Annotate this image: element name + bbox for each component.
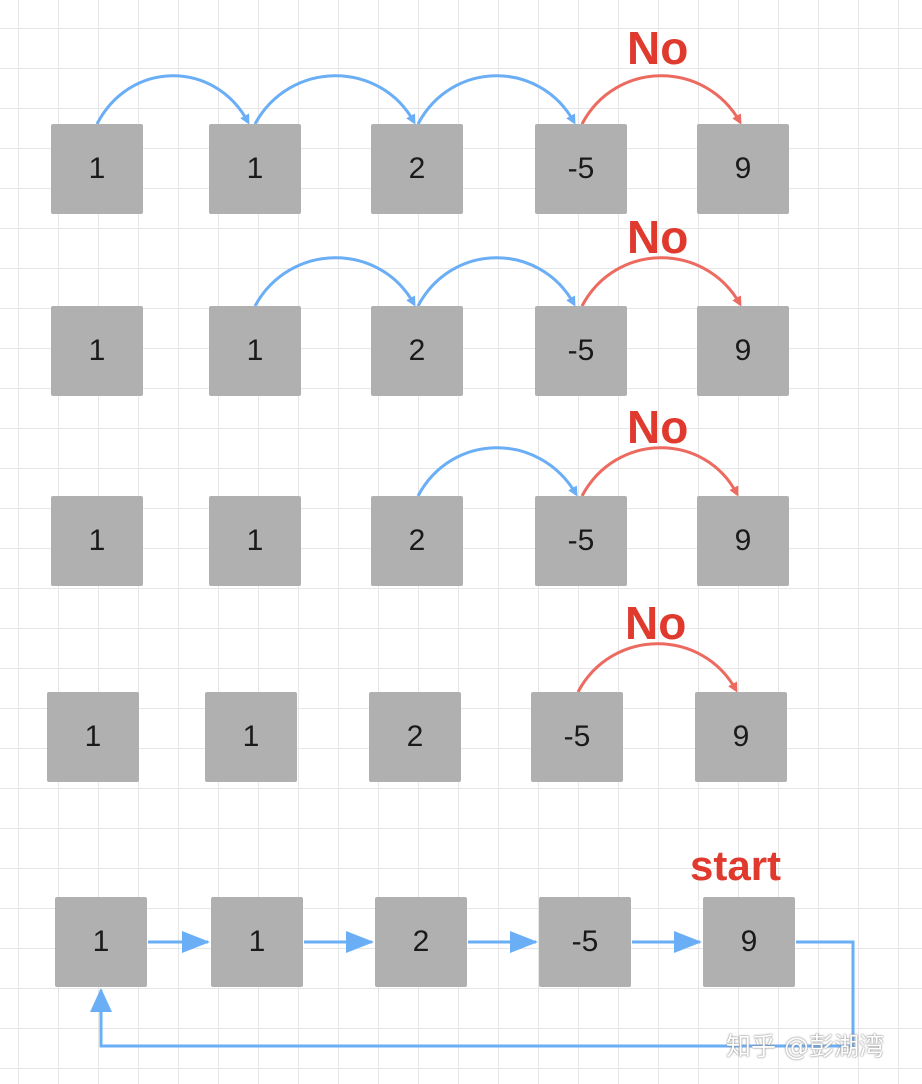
row2-jump-arrow-1	[253, 256, 416, 307]
node-box: 9	[703, 897, 795, 987]
row2-label: No	[627, 211, 689, 263]
node-box: 1	[51, 306, 143, 396]
row4-label: No	[625, 597, 687, 649]
row4-fail-arrow	[576, 642, 738, 693]
node-box: 1	[55, 897, 147, 987]
row1-jump-arrow-3	[416, 74, 576, 125]
node-box: 9	[697, 124, 789, 214]
row5-label: start	[690, 842, 782, 889]
node-box: 9	[695, 692, 787, 782]
node-box: 1	[51, 496, 143, 586]
node-box: -5	[539, 897, 631, 987]
node-box: 2	[375, 897, 467, 987]
node-box: 2	[369, 692, 461, 782]
row3-jump-arrow-1	[416, 446, 578, 497]
node-box: -5	[531, 692, 623, 782]
node-box: 1	[47, 692, 139, 782]
node-box: 2	[371, 306, 463, 396]
node-box: 1	[51, 124, 143, 214]
node-box: -5	[535, 124, 627, 214]
row3-label: No	[627, 401, 689, 453]
row1-fail-arrow	[580, 74, 742, 125]
row2-fail-arrow	[580, 256, 742, 307]
node-box: -5	[535, 306, 627, 396]
row1-jump-arrow-2	[253, 74, 416, 125]
node-box: 1	[209, 124, 301, 214]
node-box: 1	[209, 496, 301, 586]
node-box: 1	[211, 897, 303, 987]
node-box: 2	[371, 496, 463, 586]
node-box: 9	[697, 306, 789, 396]
row1-jump-arrow-1	[95, 74, 250, 125]
node-box: 1	[205, 692, 297, 782]
node-box: 9	[697, 496, 789, 586]
watermark: 知乎 @彭湖湾	[726, 1032, 884, 1061]
node-box: -5	[535, 496, 627, 586]
row1-label: No	[627, 22, 689, 74]
node-box: 2	[371, 124, 463, 214]
row3-fail-arrow	[580, 446, 739, 497]
node-box: 1	[209, 306, 301, 396]
row2-jump-arrow-2	[416, 256, 576, 307]
row5-cycle-arrow	[90, 940, 855, 1048]
